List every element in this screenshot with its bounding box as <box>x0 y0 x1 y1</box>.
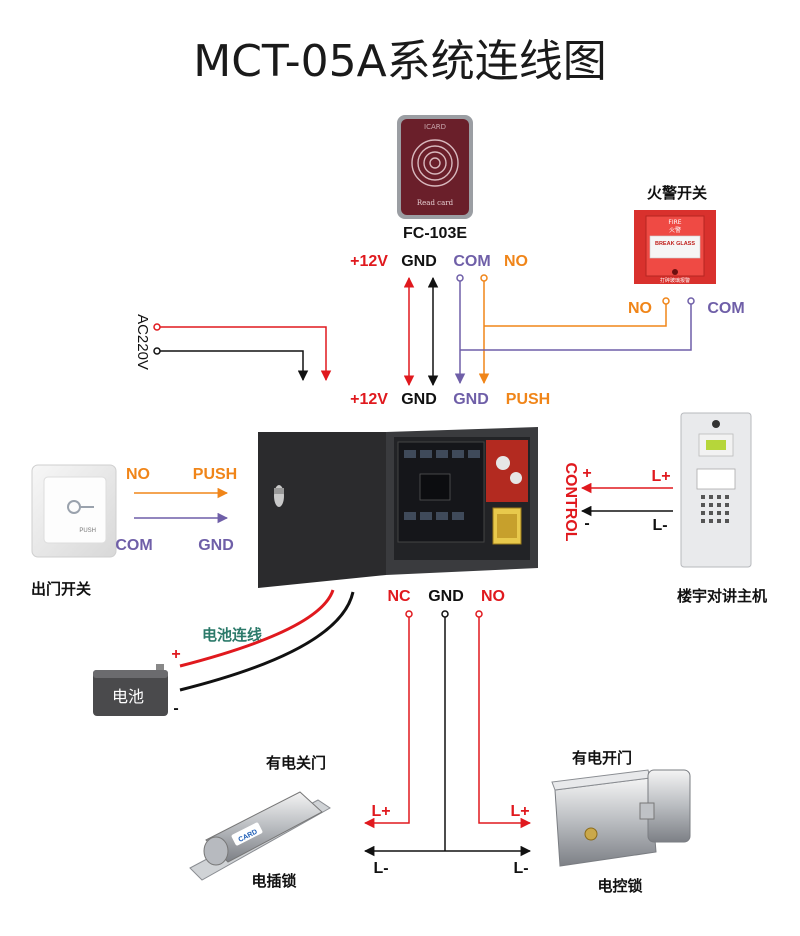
electric-bolt-lock <box>189 791 331 881</box>
intercom-control-label: CONTROL <box>562 462 579 541</box>
reader-terminal-no: NO <box>504 253 528 270</box>
battery-line-label: 电池连线 <box>202 626 262 644</box>
lock-terminal-nc: NC <box>387 588 411 605</box>
battery-plus: + <box>171 646 180 663</box>
fire-panel-top-cn: 火警 <box>669 226 681 234</box>
ctrl-terminal-12v: +12V <box>350 391 388 408</box>
ac-neutral-wire <box>160 350 309 382</box>
exit-terminal-push: PUSH <box>193 466 237 483</box>
rfid-wave-icon <box>411 139 459 187</box>
intercom-plus: + <box>582 465 591 482</box>
reader-terminal-com: COM <box>453 253 490 270</box>
rim-lock-l-plus: L+ <box>510 803 529 820</box>
fire-no-wire <box>484 304 667 327</box>
page-title: MCT-05A系统连线图 <box>193 36 607 87</box>
bolt-lock-label: 电插锁 <box>251 872 296 890</box>
battery-plus-wire <box>179 589 335 668</box>
rim-lock-label: 电控锁 <box>597 877 642 895</box>
rim-lock-title: 有电开门 <box>572 749 632 767</box>
exit-terminal-no: NO <box>126 466 150 483</box>
exit-terminal-com: COM <box>115 537 152 554</box>
fire-alarm-switch: FIRE 火警 BREAK GLASS 打碎玻璃报警 <box>634 210 716 284</box>
exit-terminal-gnd: GND <box>198 537 234 554</box>
keypad-icon <box>701 495 729 523</box>
fire-switch-label: 火警开关 <box>647 184 707 202</box>
fire-com-wire <box>460 304 692 351</box>
battery-minus: - <box>173 700 178 717</box>
rim-lock-l-minus: L- <box>513 860 528 877</box>
card-reader: ICARD Read card <box>397 115 473 219</box>
camera-icon <box>712 420 720 428</box>
reader-terminal-gnd: GND <box>401 253 437 270</box>
fire-panel-mid: BREAK GLASS <box>655 241 695 247</box>
bolt-lock-title: 有电关门 <box>266 754 326 772</box>
fire-panel-top: FIRE <box>668 219 681 226</box>
battery-label: 电池 <box>112 687 144 706</box>
lock-terminal-gnd: GND <box>428 588 464 605</box>
bolt-lock-l-plus: L+ <box>371 803 390 820</box>
card-reader-brand: ICARD <box>424 123 446 131</box>
electric-rim-lock <box>551 769 691 867</box>
exit-button-label: 出门开关 <box>31 580 91 598</box>
fire-terminal-com: COM <box>707 300 744 317</box>
fire-glass-icon <box>672 269 678 275</box>
bolt-lock-l-minus: L- <box>373 860 388 877</box>
lock-nc-wire <box>363 617 410 829</box>
ctrl-terminal-gnd-2: GND <box>453 391 489 408</box>
intercom-label: 楼宇对讲主机 <box>677 587 767 605</box>
battery-minus-wire <box>179 591 355 692</box>
ac-live-wire <box>160 326 332 382</box>
exit-button-text: PUSH <box>79 528 96 534</box>
intercom-l-minus: L- <box>652 517 667 534</box>
exit-button-device: PUSH <box>31 464 117 558</box>
power-label: AC220V <box>134 314 151 370</box>
access-controller-box <box>258 427 538 588</box>
ctrl-terminal-push: PUSH <box>506 391 550 408</box>
fire-terminal-no: NO <box>628 300 652 317</box>
intercom-l-plus: L+ <box>651 468 670 485</box>
card-reader-model: FC-103E <box>403 225 467 242</box>
card-reader-read-text: Read card <box>417 199 454 207</box>
lock-no-wire <box>478 617 532 829</box>
intercom-panel <box>680 412 752 568</box>
battery-icon <box>93 664 168 716</box>
ctrl-terminal-gnd-1: GND <box>401 391 437 408</box>
reader-terminal-12v: +12V <box>350 253 388 270</box>
fire-panel-bottom: 打碎玻璃报警 <box>660 277 690 284</box>
intercom-minus: - <box>584 515 589 532</box>
keyhole-icon <box>584 827 598 841</box>
lock-terminal-no: NO <box>481 588 505 605</box>
